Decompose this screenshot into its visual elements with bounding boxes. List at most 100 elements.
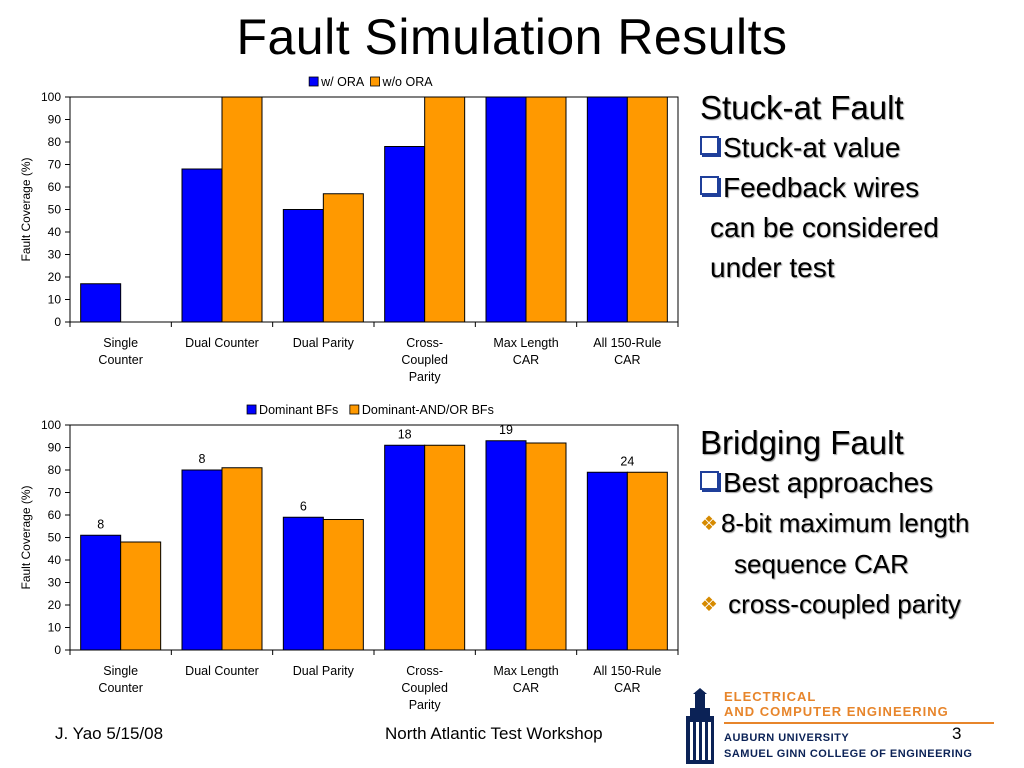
data-label: 8	[97, 517, 104, 531]
stuck-at-panel: Stuck-at Fault Stuck-at value Feedback w…	[700, 88, 939, 288]
bar	[384, 444, 426, 651]
checkbox-bullet-icon	[700, 136, 719, 155]
y-tick-label: 60	[48, 508, 62, 522]
x-tick-label: Dual Counter	[185, 336, 259, 350]
x-tick-label: All 150-Rule	[593, 664, 661, 678]
x-tick-label: Max Length	[493, 336, 558, 350]
data-label: 24	[620, 454, 634, 468]
checkbox-bullet-icon	[700, 471, 719, 490]
diamond-bullet-icon: ❖	[700, 513, 718, 535]
y-tick-label: 100	[41, 418, 61, 432]
bar	[586, 471, 628, 651]
x-tick-label: Counter	[98, 353, 142, 367]
y-tick-label: 40	[48, 225, 62, 239]
legend-label: w/ ORA	[320, 75, 365, 89]
stuck-at-bullet-2: Feedback wires	[700, 168, 939, 208]
sub-bullet-text: cross-coupled parity	[728, 589, 961, 619]
bar	[322, 519, 364, 651]
y-tick-label: 50	[48, 203, 62, 217]
bar	[282, 516, 324, 651]
bar	[80, 534, 122, 651]
bar	[282, 209, 324, 323]
bridging-sub-bullet-2: ❖ cross-coupled parity	[700, 584, 969, 625]
page-number: 3	[952, 724, 962, 743]
x-tick-label: CAR	[614, 681, 640, 695]
y-tick-label: 60	[48, 180, 62, 194]
bar	[626, 471, 668, 651]
y-tick-label: 80	[48, 463, 62, 477]
legend-label: Dominant BFs	[259, 403, 338, 417]
legend-label: Dominant-AND/OR BFs	[362, 403, 494, 417]
x-tick-label: Single	[103, 664, 138, 678]
legend-swatch	[349, 404, 360, 415]
logo-dept-line-2: AND COMPUTER ENGINEERING	[724, 704, 949, 719]
bridging-heading: Bridging Fault	[700, 424, 904, 461]
bullet-continuation: under test	[710, 252, 835, 283]
bar	[322, 193, 364, 323]
x-tick-label: Max Length	[493, 664, 558, 678]
logo-university: AUBURN UNIVERSITY SAMUEL GINN COLLEGE OF…	[724, 730, 972, 762]
y-axis-label: Fault Coverage (%)	[19, 485, 33, 589]
bar	[221, 96, 263, 323]
bar	[485, 96, 527, 323]
y-tick-label: 0	[54, 315, 61, 329]
y-tick-label: 0	[54, 643, 61, 657]
legend-swatch	[370, 76, 380, 87]
legend-swatch	[308, 76, 319, 87]
x-tick-label: Counter	[98, 681, 142, 695]
bullet-continuation: can be considered	[710, 212, 939, 243]
sub-bullet-text: 8-bit maximum length	[720, 508, 970, 538]
sub-bullet-continuation: sequence CAR	[734, 549, 909, 579]
diamond-bullet-icon: ❖	[700, 594, 718, 616]
y-tick-label: 30	[48, 576, 62, 590]
bar	[181, 469, 223, 651]
plot-area	[69, 96, 679, 323]
x-tick-label: Coupled	[401, 681, 448, 695]
logo-department: ELECTRICAL AND COMPUTER ENGINEERING	[724, 689, 949, 719]
legend-swatch	[246, 404, 257, 415]
x-tick-label: CAR	[614, 353, 640, 367]
bar	[424, 96, 466, 323]
logo-uni-line-2: SAMUEL GINN COLLEGE OF ENGINEERING	[724, 748, 973, 760]
y-tick-label: 20	[48, 598, 62, 612]
bullet-text: Stuck-at value	[723, 132, 901, 163]
stuck-at-bullet-1: Stuck-at value	[700, 128, 939, 168]
data-label: 19	[499, 423, 513, 437]
y-tick-label: 100	[41, 90, 61, 104]
auburn-ece-logo: ELECTRICAL AND COMPUTER ENGINEERING AUBU…	[678, 688, 998, 766]
checkbox-bullet-icon	[700, 176, 719, 195]
x-tick-label: Dual Parity	[293, 664, 355, 678]
x-tick-label: Cross-	[406, 336, 443, 350]
logo-divider	[724, 722, 994, 724]
legend-label: w/o ORA	[382, 75, 434, 89]
stuck-at-heading: Stuck-at Fault	[700, 89, 904, 126]
y-tick-label: 30	[48, 248, 62, 262]
y-tick-label: 10	[48, 621, 62, 635]
y-tick-label: 90	[48, 113, 62, 127]
y-tick-label: 80	[48, 135, 62, 149]
plot-area	[69, 424, 679, 651]
samford-hall-icon	[686, 688, 714, 764]
bridging-sub-bullet-1: ❖8-bit maximum length	[700, 503, 969, 544]
data-label: 18	[398, 427, 412, 441]
y-tick-label: 70	[48, 158, 62, 172]
bar	[525, 442, 567, 651]
y-tick-label: 10	[48, 293, 62, 307]
data-label: 6	[300, 499, 307, 513]
y-tick-label: 90	[48, 441, 62, 455]
bar	[120, 541, 162, 651]
y-tick-label: 40	[48, 553, 62, 567]
bar	[626, 96, 668, 323]
x-tick-label: Single	[103, 336, 138, 350]
y-tick-label: 50	[48, 531, 62, 545]
y-tick-label: 20	[48, 270, 62, 284]
slide-title: Fault Simulation Results	[236, 9, 788, 65]
x-tick-label: Parity	[409, 698, 442, 712]
footer-author: J. Yao 5/15/08	[55, 724, 164, 743]
logo-dept-line-1: ELECTRICAL	[724, 689, 817, 704]
bar	[181, 168, 223, 323]
x-tick-label: Coupled	[401, 353, 448, 367]
x-tick-label: Dual Counter	[185, 664, 259, 678]
bullet-text: Feedback wires	[723, 172, 920, 203]
